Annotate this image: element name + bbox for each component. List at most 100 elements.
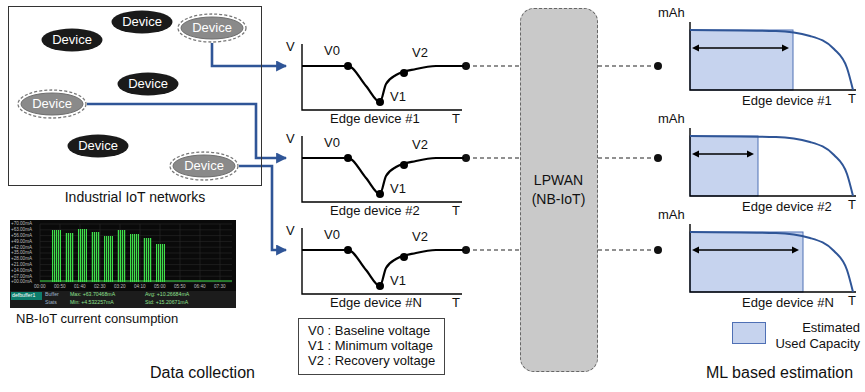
selection-ring bbox=[178, 14, 246, 42]
text-holder: +21.00mA bbox=[11, 262, 32, 267]
text-holder: +49.00mA bbox=[11, 239, 32, 244]
voltage-curve bbox=[302, 158, 464, 194]
voltage-point bbox=[344, 154, 352, 162]
text-holder: Industrial IoT networks bbox=[8, 189, 262, 205]
network-label: LPWAN (NB-IoT) bbox=[525, 171, 593, 207]
current-burst bbox=[143, 238, 152, 282]
axis-tick: 05:50 bbox=[174, 284, 186, 289]
text-holder: Std: +15.20671mA bbox=[145, 300, 188, 306]
text-holder: Device bbox=[111, 10, 173, 34]
text-holder: LPWAN (NB-IoT) bbox=[521, 9, 596, 370]
text-holder: T bbox=[452, 112, 460, 127]
voltage-graph: VV0V1V2TEdge device #N bbox=[286, 224, 466, 314]
link-line bbox=[466, 249, 520, 250]
text-holder: Device bbox=[177, 13, 247, 43]
link-line bbox=[598, 65, 658, 66]
lpwan-box: LPWAN (NB-IoT) bbox=[520, 8, 598, 372]
voltage-point bbox=[400, 253, 408, 261]
device-node: Device bbox=[117, 72, 179, 96]
capacity-chart: mAhTEdge device #2 bbox=[658, 112, 858, 214]
text-holder: V2 bbox=[412, 230, 428, 245]
current-burst bbox=[130, 234, 139, 282]
text-holder: Min: +4.532257mA bbox=[70, 300, 114, 306]
text-holder: +56.00mA bbox=[11, 233, 32, 238]
span-arrowhead bbox=[782, 45, 789, 52]
caption: NB-IoT current consumption bbox=[16, 312, 178, 326]
used-capacity-area bbox=[690, 30, 793, 90]
graph-label: V1 bbox=[390, 274, 406, 289]
graph-label: V bbox=[286, 224, 295, 239]
scope-readout: Std: +15.20671mA bbox=[145, 300, 188, 306]
text-holder: V bbox=[286, 224, 295, 239]
text-holder: T bbox=[848, 92, 856, 107]
device-node: Device bbox=[111, 10, 173, 34]
text-holder: Estimated Used Capacity bbox=[770, 320, 860, 351]
text-holder: V0 bbox=[324, 228, 340, 243]
axis-line bbox=[690, 128, 856, 196]
link-dot bbox=[654, 246, 662, 254]
link-line bbox=[466, 65, 520, 66]
graph-label: V bbox=[286, 40, 295, 55]
graph-label: V2 bbox=[412, 46, 428, 61]
link-line bbox=[598, 249, 658, 250]
device-label: Device bbox=[128, 77, 168, 92]
graph-label: V0 bbox=[324, 44, 340, 59]
axis-tick: +63.00mA bbox=[11, 227, 32, 232]
text-holder: V2 bbox=[412, 138, 428, 153]
capacity-curve bbox=[690, 30, 853, 90]
used-capacity-area bbox=[690, 136, 758, 196]
current-burst bbox=[156, 244, 165, 282]
span-arrowhead bbox=[692, 45, 699, 52]
scope-readout: Min: +4.532257mA bbox=[70, 300, 114, 306]
text-holder: V1 bbox=[390, 274, 406, 289]
graph-label: T bbox=[452, 296, 460, 311]
data-arrow bbox=[212, 43, 286, 66]
capacity-curve bbox=[690, 232, 853, 292]
device-node: Device bbox=[17, 89, 87, 119]
graph-label: Edge device #1 bbox=[330, 112, 420, 127]
text-holder: +14.00mA bbox=[11, 268, 32, 273]
current-baseline bbox=[40, 281, 232, 282]
text-holder: Buffer bbox=[45, 292, 59, 298]
span-arrowhead bbox=[747, 151, 754, 158]
current-burst bbox=[65, 233, 74, 282]
key-entry: V0 : Baseline voltage bbox=[308, 324, 435, 339]
voltage-point bbox=[344, 62, 352, 70]
device-node: Device bbox=[177, 13, 247, 43]
current-burst bbox=[52, 230, 61, 282]
scope-screen bbox=[10, 220, 236, 308]
text-holder: 06:40 bbox=[194, 284, 206, 289]
axis-tick: 03:20 bbox=[114, 284, 126, 289]
legend-swatch bbox=[732, 322, 766, 344]
scope-readout: Stats bbox=[45, 300, 57, 306]
chart-drawing bbox=[658, 6, 858, 108]
text-holder: Avg: +10.26684mA bbox=[145, 292, 189, 298]
text-holder: +63.00mA bbox=[11, 227, 32, 232]
text-holder: Edge device #2 bbox=[742, 200, 832, 215]
device-ellipse bbox=[42, 29, 103, 52]
data-arrow bbox=[239, 166, 286, 250]
voltage-point bbox=[400, 69, 408, 77]
current-burst bbox=[91, 232, 100, 282]
axis-tick: 00:50 bbox=[54, 284, 66, 289]
text-holder: mAh bbox=[658, 208, 685, 223]
axis-tick: 04:10 bbox=[134, 284, 146, 289]
span-arrowhead bbox=[692, 151, 699, 158]
link-dot bbox=[654, 154, 662, 162]
text-holder: T bbox=[452, 296, 460, 311]
voltage-graph: VV0V1V2TEdge device #2 bbox=[286, 132, 466, 222]
text-holder: Edge device #N bbox=[742, 296, 834, 311]
graph-label: T bbox=[452, 204, 460, 219]
chart-drawing bbox=[658, 112, 858, 214]
section-title: ML based estimation bbox=[706, 364, 853, 382]
span-arrow bbox=[695, 47, 784, 48]
current-burst bbox=[117, 230, 126, 282]
graph-label: V0 bbox=[324, 228, 340, 243]
used-capacity-area bbox=[690, 232, 803, 292]
axis-tick: 02:30 bbox=[94, 284, 106, 289]
scope-grid bbox=[40, 224, 232, 282]
scope-readout: Max: +63.70468mA bbox=[70, 292, 115, 298]
device-label: Device bbox=[32, 97, 72, 112]
voltage-key-box: V0 : Baseline voltageV1 : Minimum voltag… bbox=[298, 318, 445, 375]
voltage-point bbox=[376, 190, 384, 198]
